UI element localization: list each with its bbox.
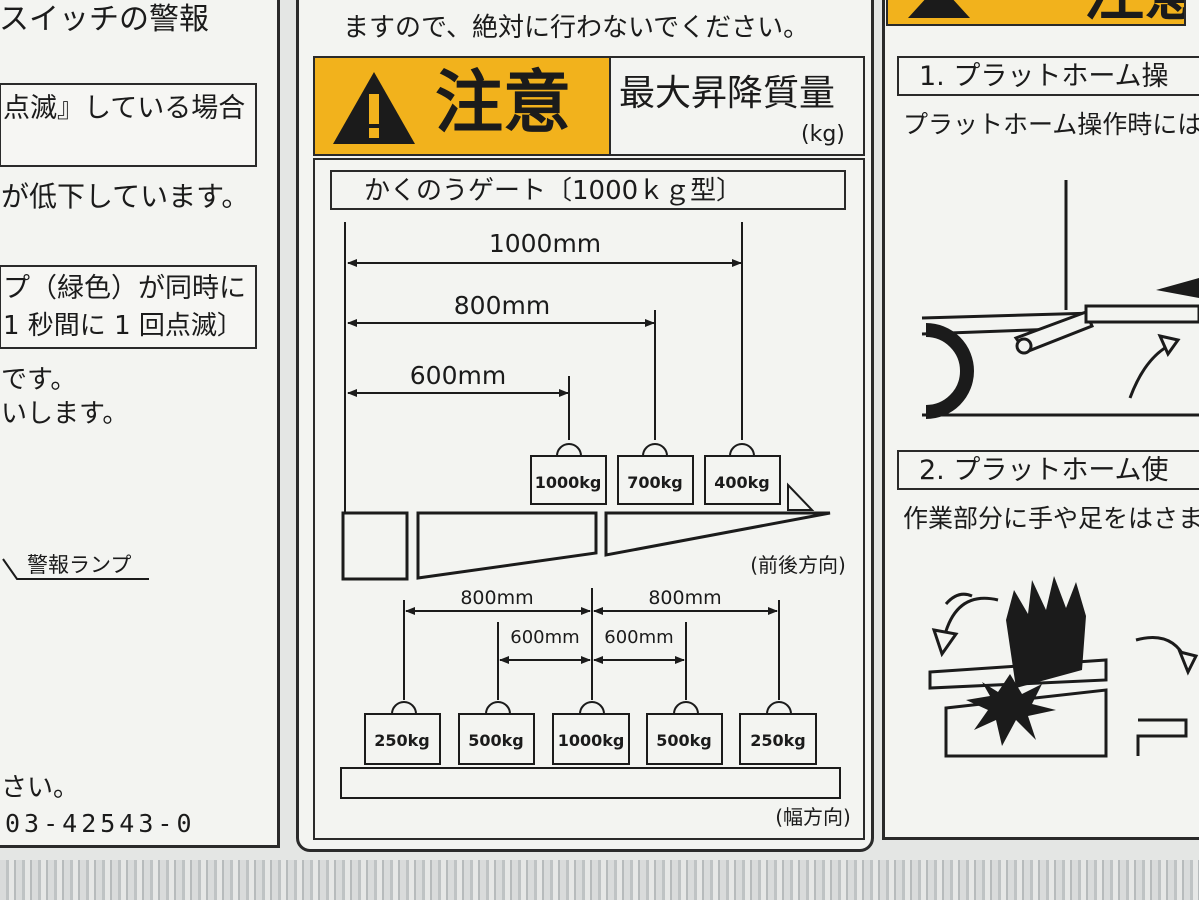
width-weight-250kg-left: 250kg [364, 701, 441, 765]
weight-label-700kg: 700kg [627, 473, 683, 492]
left-shimasu-text: いします。 [1, 399, 129, 429]
gate-title: かくのうゲート〔1000ｋｇ型〕 [364, 176, 743, 206]
left-label-panel: スイッチの警報 点滅』している場合 が低下しています。 プ（緑色）が同時に 1 … [0, 0, 280, 848]
left-box-lamp-line2: 1 秒間に 1 回点滅〕 [3, 311, 243, 341]
section2-title: 2. プラットホーム使 [919, 455, 1169, 486]
width-direction-label: (幅方向) [775, 805, 851, 829]
fore-aft-direction-label: (前後方向) [750, 553, 846, 577]
width-dim-label-800-left: 800mm [460, 587, 533, 609]
weight-400kg: 400kg [704, 443, 781, 505]
width-weight-500kg-left: 500kg [458, 701, 535, 765]
metal-surface-strip [0, 860, 1199, 900]
width-weight-label-1: 250kg [374, 731, 430, 750]
max-lift-mass-label: 最大昇降質量 [619, 73, 836, 114]
mass-unit-label: (kg) [801, 122, 845, 147]
section2-title-box: 2. プラットホーム使 [897, 450, 1199, 490]
hand-pinch-warning-illustration [928, 576, 1199, 758]
platform-operation-illustration [921, 180, 1199, 419]
left-desu-text: です。 [1, 365, 77, 395]
lamp-leader-line [2, 558, 149, 580]
left-box-blink-text: 点滅』している場合 [3, 93, 246, 124]
gate-post [341, 511, 409, 581]
width-weight-1000kg: 1000kg [552, 701, 630, 765]
platform-section-1 [416, 511, 598, 580]
section2-text: 作業部分に手や足をはさま [903, 504, 1199, 533]
section1-title: 1. プラットホーム操 [919, 61, 1169, 92]
section1-title-box: 1. プラットホーム操 [897, 56, 1199, 96]
width-weight-label-3: 1000kg [558, 731, 625, 750]
width-weight-250kg-right: 250kg [739, 701, 817, 765]
left-box-blink: 点滅』している場合 [0, 83, 257, 167]
section1-text: プラットホーム操作時には [903, 110, 1199, 139]
left-top-text: スイッチの警報 [0, 2, 209, 37]
width-dim-label-600-left: 600mm [510, 627, 579, 648]
weight-700kg: 700kg [617, 443, 694, 505]
width-dim-label-800-right: 800mm [648, 587, 721, 609]
right-caution-word: 注意 [1084, 0, 1184, 24]
dim-label-600: 600mm [410, 361, 506, 390]
gate-title-box: かくのうゲート〔1000ｋｇ型〕 [330, 170, 846, 210]
weight-label-400kg: 400kg [714, 473, 770, 492]
weight-1000kg: 1000kg [530, 443, 607, 505]
width-weight-label-4: 500kg [656, 731, 712, 750]
right-caution-header: 注意 [886, 0, 1186, 26]
platform-section-2 [604, 511, 831, 557]
caution-badge: 注意 [315, 58, 611, 154]
center-top-text: ますので、絶対に行わないでください。 [343, 13, 810, 43]
dim-label-1000: 1000mm [489, 229, 601, 258]
platform-stopper [787, 482, 815, 511]
left-box-lamp-line1: プ（緑色）が同時に [3, 273, 246, 304]
left-sai-text: さい。 [1, 773, 80, 803]
left-box-lamp: プ（緑色）が同時に 1 秒間に 1 回点滅〕 [0, 265, 257, 349]
width-weight-500kg-right: 500kg [646, 701, 723, 765]
platform-width-bar [340, 767, 841, 799]
lamp-label: 警報ランプ [27, 553, 132, 577]
weight-label-1000kg: 1000kg [535, 473, 602, 492]
part-number: 03-42543-0 [5, 809, 196, 838]
right-warning-triangle-icon [908, 0, 970, 18]
diagram-frame [313, 158, 865, 840]
width-dim-label-600-right: 600mm [604, 627, 673, 648]
width-weight-label-2: 500kg [468, 731, 524, 750]
left-drop-text: が低下しています。 [1, 180, 250, 213]
dim-label-800: 800mm [454, 291, 550, 320]
caution-header: 注意 最大昇降質量 (kg) [313, 56, 865, 156]
warning-triangle-icon [333, 72, 415, 144]
width-weight-label-5: 250kg [750, 731, 806, 750]
caution-word: 注意 [435, 64, 572, 143]
